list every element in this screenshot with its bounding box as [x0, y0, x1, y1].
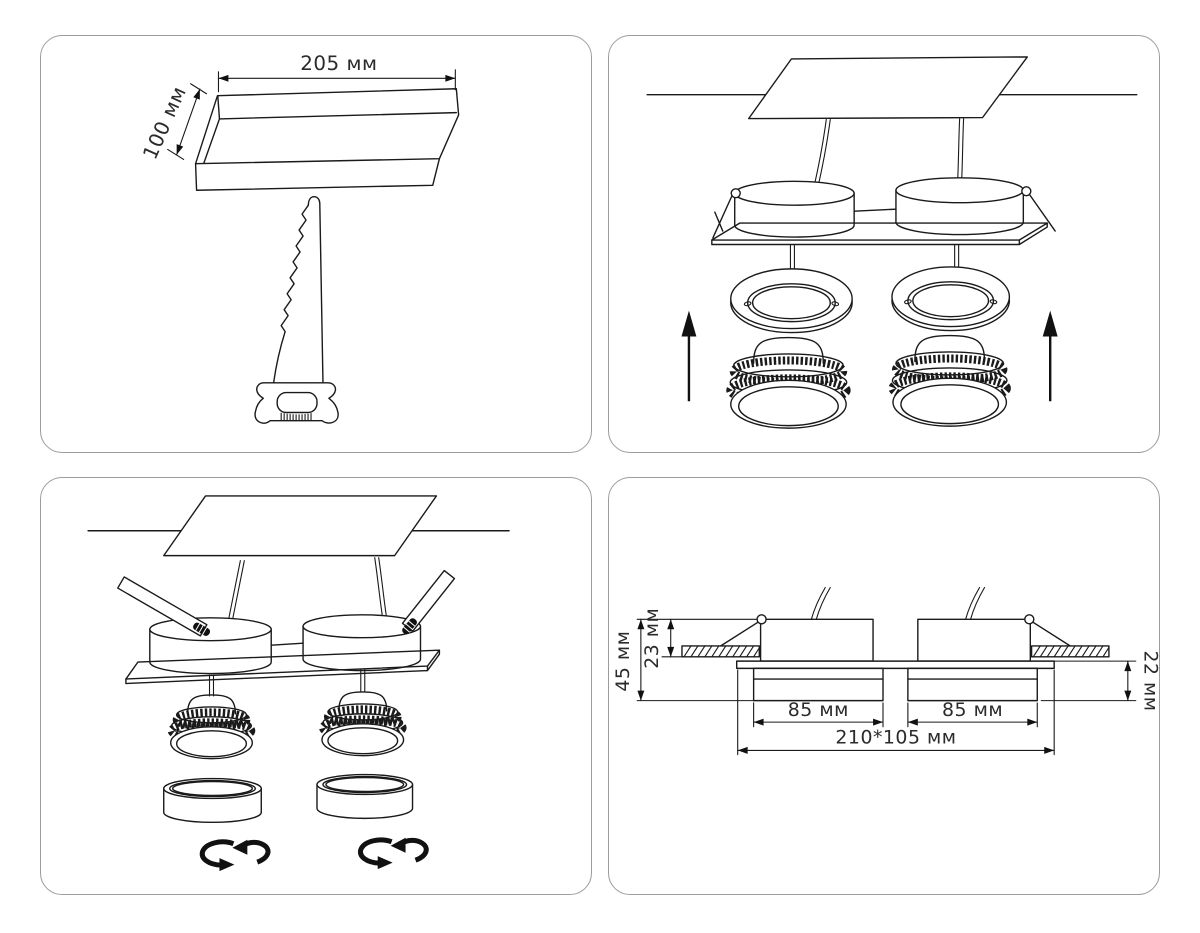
fixture-housing-right [918, 619, 1030, 661]
power-wires [228, 558, 386, 621]
housing-bridge [271, 643, 303, 645]
trim-ring-right [317, 775, 413, 819]
dimension-depth: 100 мм [139, 83, 207, 163]
trim-ring-right [892, 267, 1009, 331]
fixture-housing-right [303, 615, 420, 671]
dim-plate-size: 210*105 мм [738, 727, 1054, 754]
fixture-housing-left [761, 619, 873, 661]
gx53-lamp-right [892, 336, 1006, 427]
extension-lines [637, 619, 1136, 754]
saw-handle-hole [277, 393, 317, 413]
keyhole-saw-icon [255, 197, 338, 423]
gx53-lamp-right [322, 692, 404, 756]
up-arrow-icon-left [681, 310, 697, 402]
dim-below-ceiling: 22 мм [1124, 651, 1159, 712]
gx53-lamp-left [171, 695, 253, 759]
dimension-width: 205 мм [218, 52, 455, 92]
ceiling-tile [163, 495, 438, 557]
mounting-plate [711, 222, 1048, 244]
cutout-width-label: 205 мм [300, 52, 377, 75]
trim-ring-left [731, 269, 852, 333]
trim-flange [737, 661, 1054, 668]
panel-install-lamps [40, 477, 592, 895]
ring-wires [790, 244, 958, 268]
dim-lamp-left: 85 мм [754, 699, 883, 726]
power-wires [814, 119, 963, 186]
spring-clip-left [118, 577, 211, 637]
spring-clip-right [1022, 187, 1055, 231]
cutout-box [196, 89, 459, 191]
spring-clip-left [721, 615, 766, 646]
insert-drawing [609, 56, 1159, 452]
panel-cutout-dimensions: 205 мм 100 мм [40, 35, 592, 453]
panel-insert-fixture [608, 35, 1160, 453]
fixture-housing-right [896, 178, 1023, 235]
housing-bridge [854, 209, 896, 211]
lamp-right-label: 85 мм [942, 699, 1003, 721]
power-wires [811, 587, 984, 619]
lamp-body-left [754, 668, 883, 700]
section-drawing: 45 мм 23 мм 22 мм 85 мм [612, 478, 1159, 894]
lamp-body-right [908, 668, 1037, 700]
cutout-drawing: 205 мм 100 мм [139, 52, 591, 452]
rotate-arrows-icon-left [202, 840, 268, 871]
gx53-lamp-left [730, 338, 846, 429]
ceiling-section-hatch-left [682, 646, 759, 657]
above-ceiling-label: 23 мм [641, 608, 663, 669]
trim-ring-left [164, 779, 262, 823]
spring-clip-right [1025, 615, 1070, 646]
spring-clip-right [401, 571, 455, 635]
dim-lamp-right: 85 мм [908, 699, 1037, 726]
lamp-pins [210, 669, 365, 696]
install-drawing [41, 495, 591, 894]
spring-clip-left [713, 189, 740, 238]
ceiling-tile [747, 56, 1029, 120]
up-arrow-icon-right [1042, 310, 1058, 402]
ceiling-section-hatch-right [1032, 646, 1109, 657]
lamp-left-label: 85 мм [788, 699, 849, 721]
plate-size-label: 210*105 мм [835, 727, 956, 749]
panel-section-dimensions: 45 мм 23 мм 22 мм 85 мм [608, 477, 1160, 895]
cutout-depth-label: 100 мм [139, 83, 191, 163]
total-height-label: 45 мм [612, 631, 634, 692]
mounting-plate [126, 649, 441, 683]
below-ceiling-label: 22 мм [1140, 651, 1159, 712]
dim-total-height: 45 мм [612, 619, 645, 700]
rotate-arrows-icon-right [360, 838, 426, 869]
dim-above-ceiling: 23 мм [641, 608, 675, 669]
